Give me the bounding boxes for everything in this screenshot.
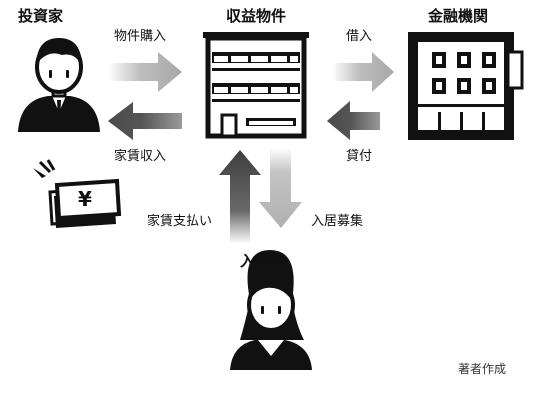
purchase-label: 物件購入	[114, 29, 167, 44]
lend-label: 貸付	[346, 149, 373, 164]
bank-label: 金融機関	[428, 7, 489, 25]
yen-symbol: ¥	[78, 187, 92, 211]
tenant-person-icon	[230, 250, 312, 370]
source-credit: 著者作成	[458, 362, 507, 376]
tenant-label: 入居者	[240, 252, 286, 270]
rent-income-label: 家賃収入	[114, 149, 167, 164]
arrow-down-icon	[259, 148, 302, 228]
property-building-icon	[203, 32, 309, 139]
investor-label: 投資家	[18, 7, 64, 25]
property-label: 収益物件	[226, 7, 287, 25]
arrow-left-icon	[327, 101, 380, 140]
arrow-up-icon	[219, 150, 261, 244]
investor-person-icon	[18, 38, 100, 132]
bank-building-icon	[408, 32, 524, 140]
arrow-left-icon	[108, 102, 182, 140]
borrow-label: 借入	[346, 29, 373, 44]
arrow-right-icon	[332, 52, 394, 92]
rent-payment-label: 家賃支払い	[147, 214, 213, 229]
money-bills-icon	[33, 159, 122, 228]
arrow-right-icon	[108, 52, 182, 92]
tenant-recruit-label: 入居募集	[311, 214, 364, 229]
